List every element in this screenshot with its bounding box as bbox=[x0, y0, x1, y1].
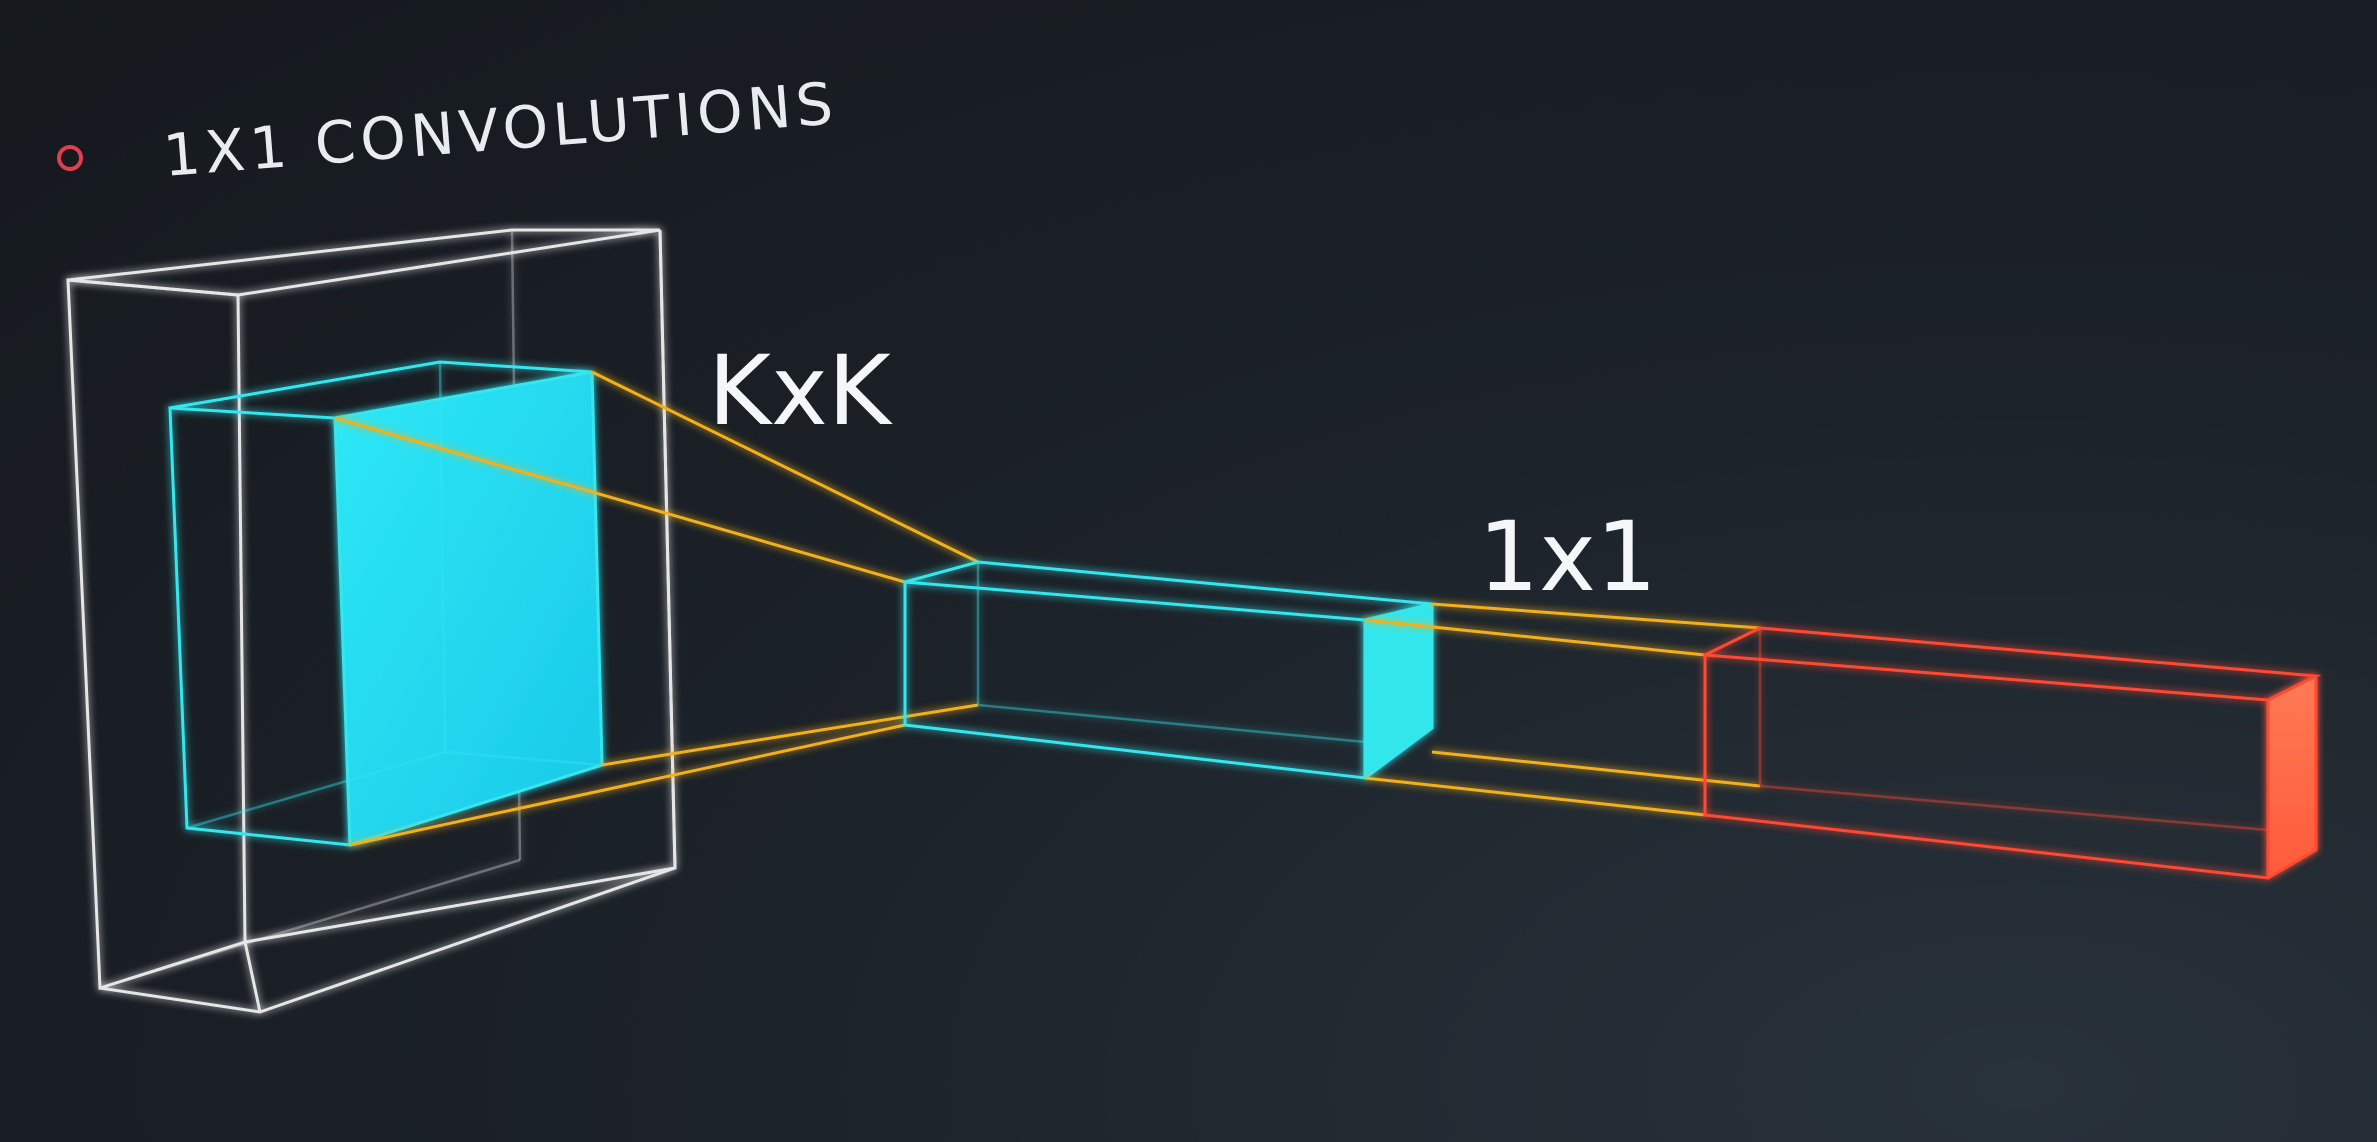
rod-end-face bbox=[1365, 604, 1432, 778]
feature-rod bbox=[903, 560, 1434, 780]
header: 1X1 CONVOLUTIONS bbox=[57, 69, 840, 190]
kernel-volume bbox=[168, 360, 604, 847]
output-volume bbox=[1703, 626, 2322, 880]
input-volume bbox=[66, 228, 677, 1014]
bullet-icon bbox=[57, 145, 83, 171]
page-title: 1X1 CONVOLUTIONS bbox=[161, 69, 840, 190]
kernel-connectors bbox=[334, 370, 979, 847]
pointwise-size-label: 1x1 bbox=[1478, 501, 1657, 613]
kernel-size-label: KxK bbox=[708, 335, 893, 447]
output-end-face bbox=[2268, 676, 2316, 878]
kernel-front-face bbox=[335, 372, 602, 845]
